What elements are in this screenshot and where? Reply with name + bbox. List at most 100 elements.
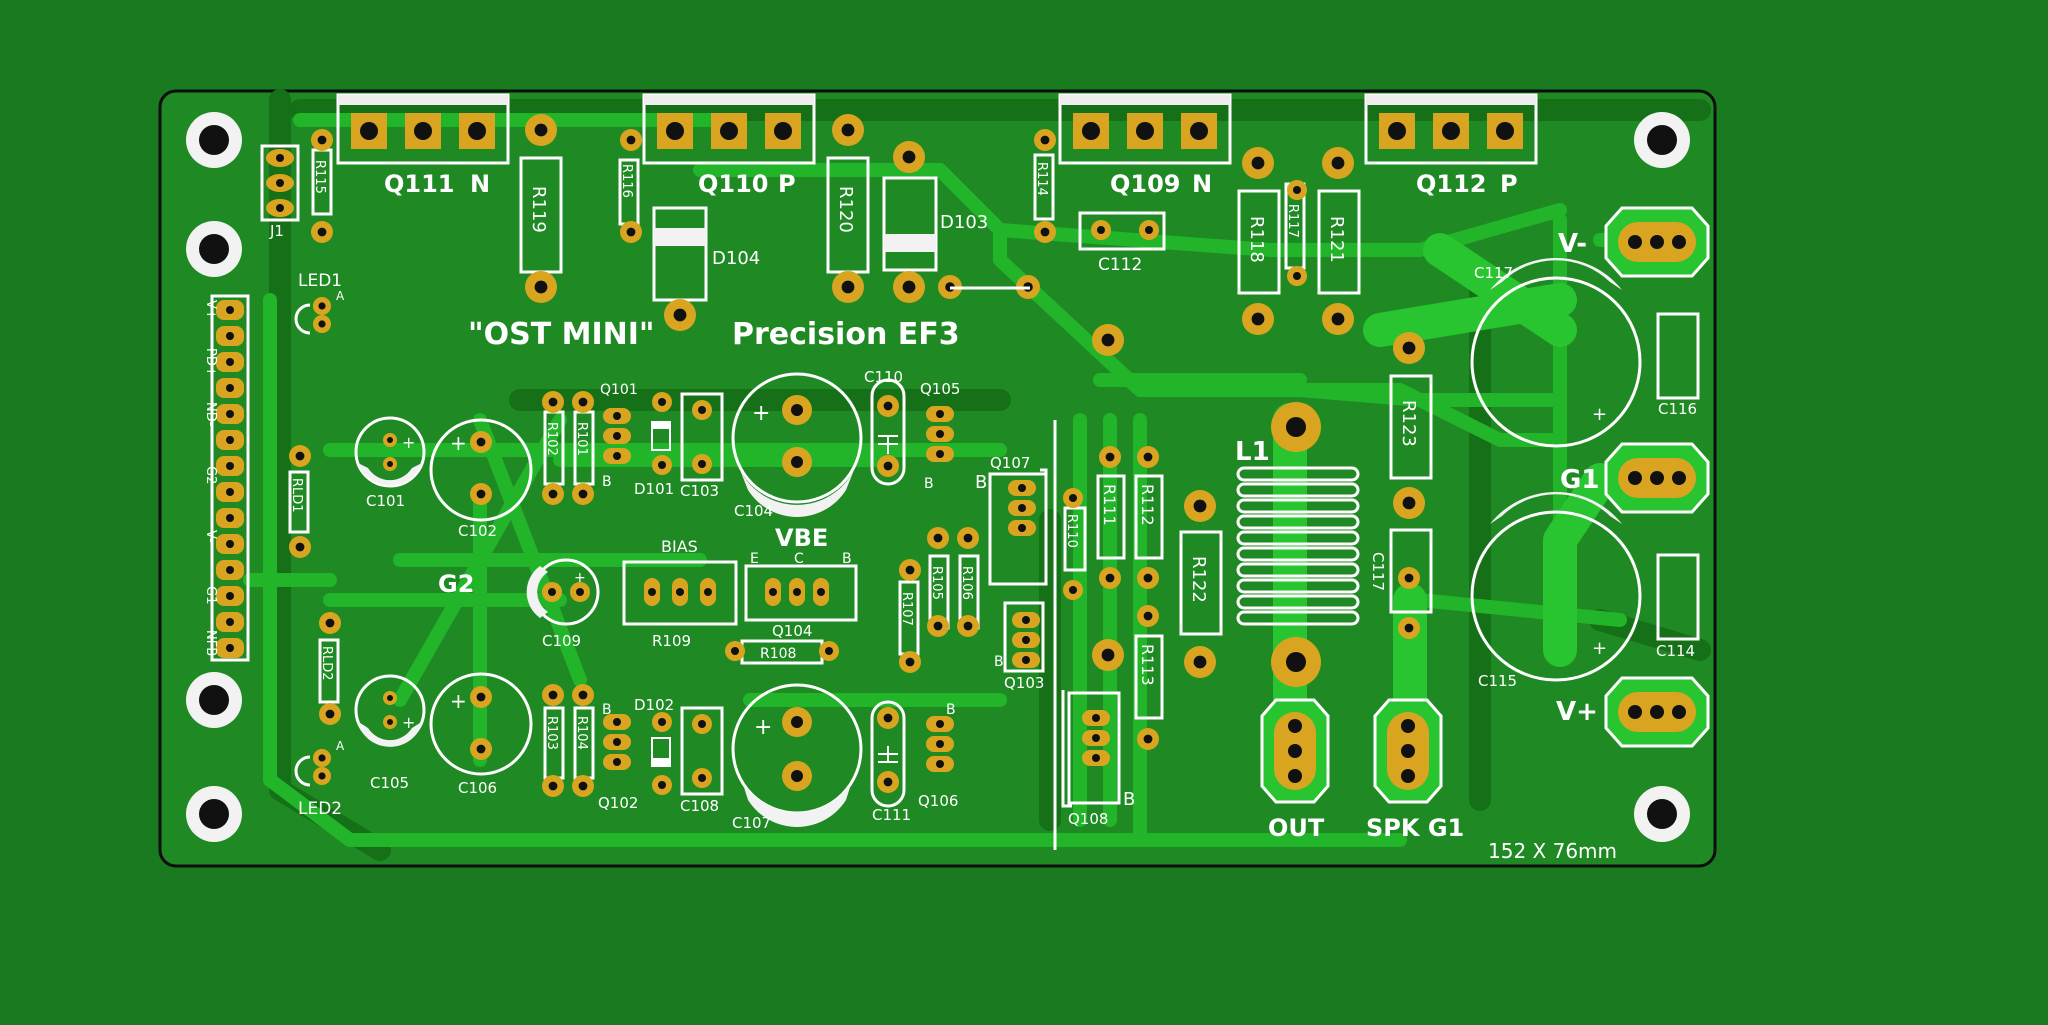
- c115-label: C115: [1478, 672, 1517, 690]
- through-hole-pad: [832, 114, 864, 146]
- q108-b-label: B: [1123, 789, 1135, 810]
- r111-label: R111: [1100, 484, 1119, 526]
- through-hole-pad: [692, 400, 712, 420]
- through-hole-pad: [1287, 180, 1307, 200]
- c112-label: C112: [1098, 255, 1142, 275]
- q105-b-label: B: [924, 476, 934, 492]
- through-hole-pad: [652, 775, 672, 795]
- through-hole-pad: [570, 582, 590, 602]
- r105-label: R105: [929, 566, 944, 600]
- r101-label: R101: [574, 422, 589, 456]
- pin-label-ndminus: ND-: [203, 402, 218, 427]
- through-hole-pad: [725, 641, 745, 661]
- through-hole-pad: [1137, 605, 1159, 627]
- through-hole-pad: [572, 775, 594, 797]
- through-hole-pad: [957, 527, 979, 549]
- pin-label-vplus: V+: [203, 300, 218, 320]
- through-hole-pad: [1242, 147, 1274, 179]
- through-hole-pad: [1393, 332, 1425, 364]
- l1-label: L1: [1235, 437, 1270, 467]
- through-hole-pad: [1091, 220, 1111, 240]
- r112-label: R112: [1138, 484, 1157, 526]
- q105-label: Q105: [920, 380, 960, 398]
- through-hole-pad: [470, 686, 492, 708]
- r104-label: R104: [574, 716, 589, 750]
- c115-plus: +: [1592, 638, 1607, 659]
- c107-plus: +: [754, 715, 772, 740]
- through-hole-pad: [877, 771, 899, 793]
- r110-label: R110: [1064, 514, 1079, 548]
- r122-label: R122: [1188, 556, 1209, 603]
- terminal-blocks: [1260, 206, 1710, 804]
- through-hole-pad: [383, 715, 397, 729]
- transistor-pad: [1082, 710, 1110, 726]
- through-hole-pad: [572, 483, 594, 505]
- through-hole-pad: [313, 297, 331, 315]
- r106-label: R106: [959, 566, 974, 600]
- transistor-pad: [603, 408, 631, 424]
- horizontal-pad: [813, 578, 829, 606]
- through-hole-pad: [542, 684, 564, 706]
- q112-label: Q112: [1416, 170, 1487, 198]
- r120-label: R120: [835, 186, 856, 233]
- capacitors: [354, 276, 1642, 815]
- q109-label: Q109: [1110, 170, 1181, 198]
- q101-label: Q101: [600, 382, 638, 398]
- c109-label: C109: [542, 632, 581, 650]
- d101-label: D101: [634, 480, 674, 498]
- inductor-l1: [1236, 466, 1360, 626]
- capacitor-stripes: [357, 257, 1622, 827]
- r108-label: R108: [760, 646, 796, 662]
- c110-label: C110: [864, 368, 903, 386]
- transistor-pad: [1012, 612, 1040, 628]
- silkscreen-text: "OST MINI" Precision EF3 152 X 76mm Q111…: [203, 160, 1697, 863]
- c104-label: C104: [734, 502, 773, 520]
- through-hole-pad: [1137, 446, 1159, 468]
- mounting-hole: [186, 672, 242, 728]
- transistor-pad: [603, 734, 631, 750]
- through-hole-pad: [664, 299, 696, 331]
- transistor-pad: [603, 428, 631, 444]
- d104-label: D104: [712, 248, 760, 269]
- through-hole-pad: [877, 395, 899, 417]
- pin-label-g2: G2: [203, 466, 218, 484]
- through-hole-pad: [1398, 567, 1420, 589]
- q102-b-label: B: [602, 702, 612, 718]
- terminal-block: [1373, 698, 1443, 804]
- through-hole-pad: [319, 612, 341, 634]
- through-hole-pad: [782, 707, 812, 737]
- through-hole-pad: [1242, 303, 1274, 335]
- through-hole-pad: [1063, 580, 1083, 600]
- transistor-pad: [603, 448, 631, 464]
- through-hole-pad: [1393, 487, 1425, 519]
- terminal-label-vplus: V+: [1556, 697, 1598, 727]
- pin-label-g1: G1: [203, 586, 218, 604]
- q107-label: Q107: [990, 454, 1030, 472]
- q112-type: P: [1500, 170, 1518, 198]
- c108-label: C108: [680, 797, 719, 815]
- transistor-pad: [1008, 480, 1036, 496]
- transistor-pad: [603, 714, 631, 730]
- through-hole-pad: [1271, 637, 1321, 687]
- through-hole-pad: [1184, 646, 1216, 678]
- r109-label: R109: [652, 632, 691, 650]
- through-hole-pad: [899, 559, 921, 581]
- c117b-label: C117: [1369, 552, 1387, 591]
- through-hole-pad: [525, 271, 557, 303]
- c105-label: C105: [370, 774, 409, 792]
- r115-label: R115: [312, 160, 327, 194]
- r114-label: R114: [1034, 162, 1049, 196]
- through-hole-pad: [1398, 617, 1420, 639]
- r116-label: R116: [619, 164, 634, 198]
- d102-label: D102: [634, 696, 674, 714]
- through-hole-pad: [692, 714, 712, 734]
- through-hole-pad: [542, 391, 564, 413]
- rld1-label: RLD1: [289, 478, 304, 513]
- through-hole-pad: [1184, 490, 1216, 522]
- r119-label: R119: [528, 186, 549, 233]
- transistor-footprint: [1058, 93, 1232, 165]
- through-hole-pad: [1034, 129, 1056, 151]
- terminal-label-spk-g1: SPK G1: [1366, 814, 1464, 842]
- d103-label: D103: [940, 212, 988, 233]
